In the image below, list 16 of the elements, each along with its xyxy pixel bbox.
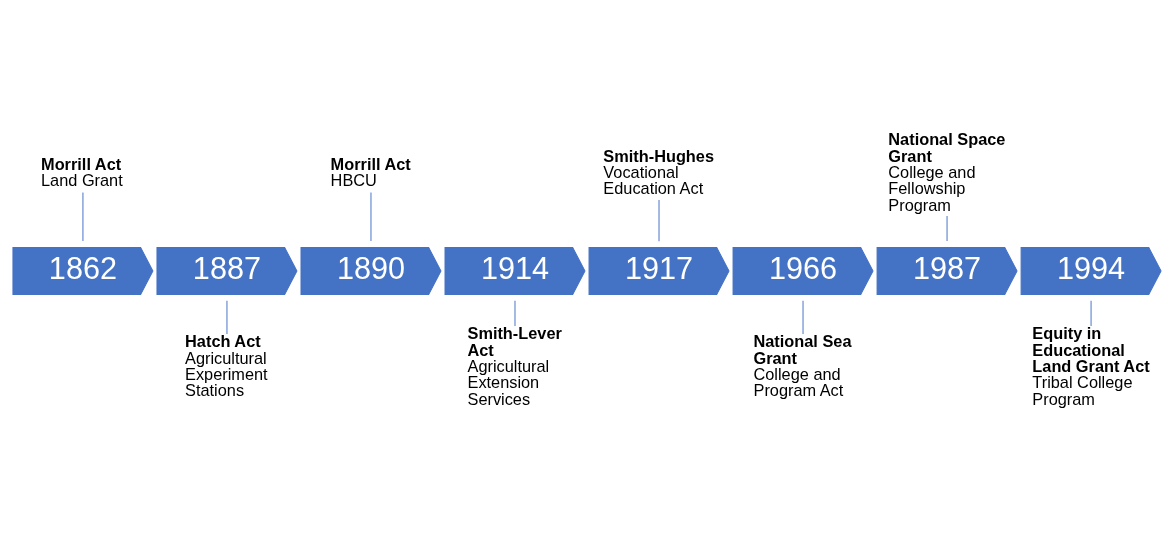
connector (1090, 300, 1092, 327)
node-text: Morrill Act Land Grant (41, 154, 123, 190)
connector (226, 300, 228, 335)
node-text: Smith-Hughes Vocational Education Act (603, 146, 715, 198)
node-text: Smith-Lever Act Agricultural Extension Services (467, 324, 562, 408)
node-text: National Space Grant College and Fellowship Program (888, 130, 1006, 214)
node-text: Morrill Act HBCU (330, 154, 411, 190)
connector (802, 300, 804, 335)
node-text: Equity in Educational Land Grant Act Tribal College Program (1032, 324, 1150, 408)
connector (370, 191, 372, 242)
connector (658, 199, 660, 242)
node-text: Hatch Act Agricultural Experiment Stations (185, 332, 268, 400)
connector (946, 215, 948, 242)
connector (82, 191, 84, 242)
connector (514, 300, 516, 327)
node-text: National Sea Grant College and Program Act (753, 332, 852, 400)
